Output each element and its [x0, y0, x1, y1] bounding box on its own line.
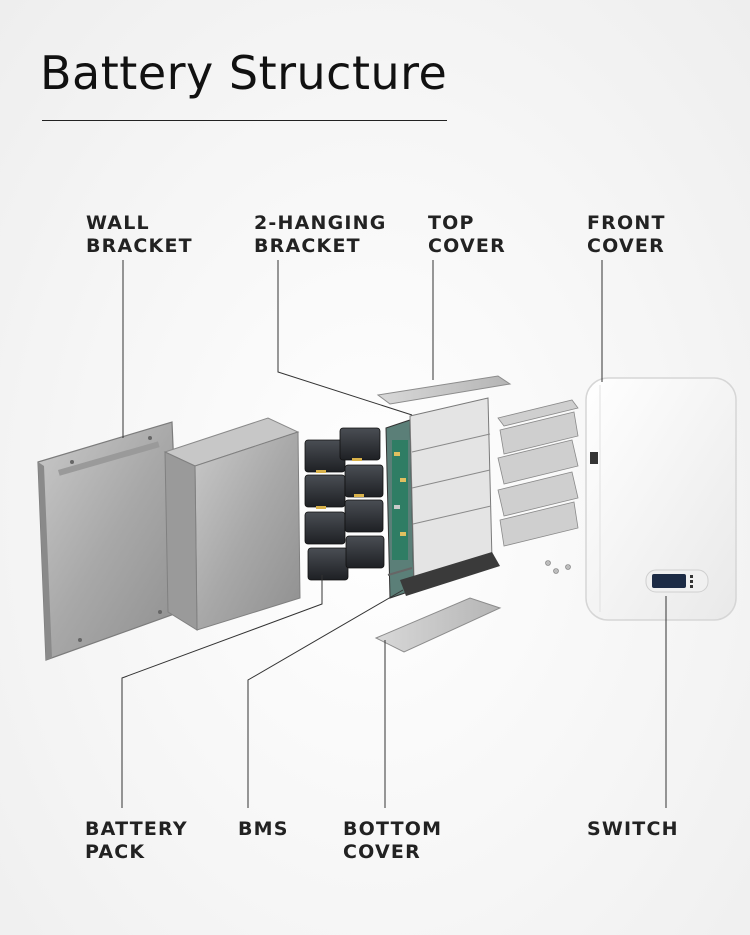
cell-frame	[400, 398, 500, 596]
front-cover	[586, 378, 736, 620]
screws	[546, 561, 571, 574]
top-cover	[378, 376, 510, 404]
bms-board	[386, 420, 414, 598]
side-port	[590, 452, 598, 464]
battery-cells	[305, 428, 384, 580]
battery-housing	[165, 418, 300, 630]
bus-bars	[498, 400, 578, 546]
lcd-display	[652, 574, 686, 588]
bottom-cover	[376, 598, 500, 652]
wall-bracket	[38, 422, 180, 660]
